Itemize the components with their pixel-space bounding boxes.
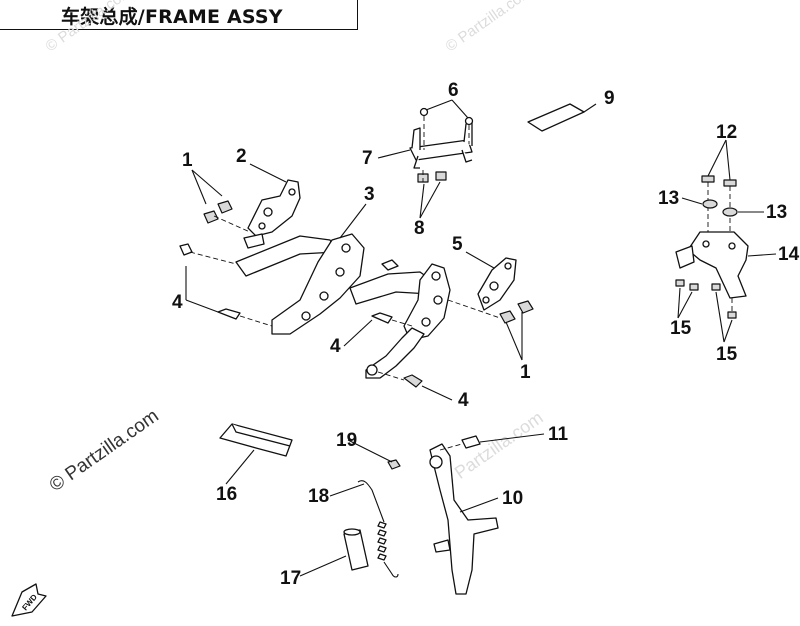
callout-3: 3	[364, 184, 375, 205]
callout-15-right: 15	[716, 344, 738, 365]
part-1-bolts-left	[203, 200, 251, 233]
callout-17: 17	[280, 568, 301, 589]
part-16-bracket	[219, 423, 293, 457]
part-2-plate-left	[243, 179, 301, 249]
callout-11: 11	[548, 424, 569, 445]
callout-19: 19	[336, 430, 357, 451]
leader-lines	[185, 99, 777, 577]
title-box: 车架总成/FRAME ASSY	[0, 0, 358, 30]
watermark-left-dark: © Partzilla.com	[46, 405, 163, 496]
part-17-sleeve	[343, 528, 369, 571]
callout-2: 2	[236, 146, 247, 167]
part-4-bolts	[179, 243, 423, 388]
callout-5: 5	[452, 234, 463, 255]
callout-1-right: 1	[520, 362, 531, 383]
callout-4-middle: 4	[330, 336, 341, 357]
part-18-spring	[357, 480, 399, 578]
callout-13-right: 13	[766, 202, 787, 223]
callout-6: 6	[448, 80, 459, 101]
callout-18: 18	[308, 486, 329, 507]
diagram-title: 车架总成/FRAME ASSY	[61, 6, 283, 28]
callout-14: 14	[778, 244, 800, 265]
callout-numbers: 1 1 2 3 4 4 4 5 6 7 8 9 10 11 12 13 13 1…	[172, 80, 800, 589]
callout-13-left: 13	[658, 188, 679, 209]
watermark-top-left: © Partzilla.com	[43, 0, 136, 55]
part-1-bolts-right	[447, 299, 534, 324]
part-19-nut	[387, 459, 401, 470]
part-15-nuts	[675, 279, 737, 319]
callout-8: 8	[414, 218, 425, 239]
part-9-pad	[527, 103, 597, 132]
callout-7: 7	[362, 148, 373, 169]
part-5-plate-right	[477, 257, 517, 311]
part-14-bracket	[675, 231, 749, 299]
callout-4-right: 4	[458, 390, 469, 411]
callout-16: 16	[216, 484, 237, 505]
callout-9: 9	[604, 88, 615, 109]
part-11-bolt	[439, 435, 481, 451]
part-8-nuts	[417, 170, 447, 183]
part-7-bracket	[409, 107, 474, 169]
callout-1-left: 1	[182, 150, 193, 171]
part-13-grommets	[702, 199, 738, 217]
watermark-top-center: © Partzilla.com	[443, 0, 536, 55]
callout-15-left: 15	[670, 318, 692, 339]
part-10-side-stand	[429, 443, 499, 595]
callout-4-left: 4	[172, 292, 183, 313]
part-3-main-frame	[235, 233, 451, 379]
callout-12: 12	[716, 122, 737, 143]
callout-10: 10	[502, 488, 523, 509]
fwd-arrow: FWD	[11, 583, 47, 617]
